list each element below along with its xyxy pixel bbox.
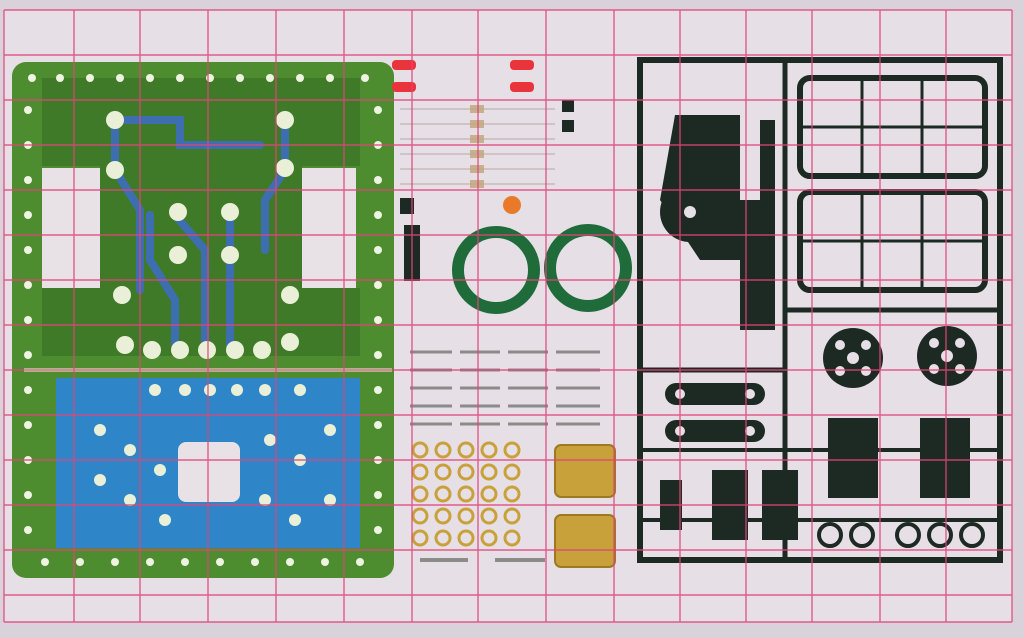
pcb-board bbox=[12, 62, 394, 578]
bracket-part-2 bbox=[665, 420, 765, 442]
led-icon bbox=[392, 60, 534, 92]
transistor-part bbox=[562, 100, 574, 112]
o-ring-icon bbox=[544, 224, 632, 312]
nut-icon bbox=[411, 441, 521, 547]
pcb-mounting-holes bbox=[24, 74, 382, 566]
grid-overlay bbox=[3, 9, 1013, 623]
bracket-part bbox=[665, 383, 765, 405]
motor-icon bbox=[554, 444, 616, 568]
wheel-icon bbox=[823, 326, 977, 388]
ic-chip-small bbox=[400, 198, 414, 214]
transistor-part-2 bbox=[562, 120, 574, 132]
pcb-cutout-left bbox=[42, 168, 100, 288]
pcb-cutout-right bbox=[302, 168, 356, 288]
motor-holder-part bbox=[828, 418, 878, 498]
orange-part bbox=[503, 196, 521, 214]
motor-holder-part-2 bbox=[920, 418, 970, 498]
o-ring-icon bbox=[452, 226, 540, 314]
